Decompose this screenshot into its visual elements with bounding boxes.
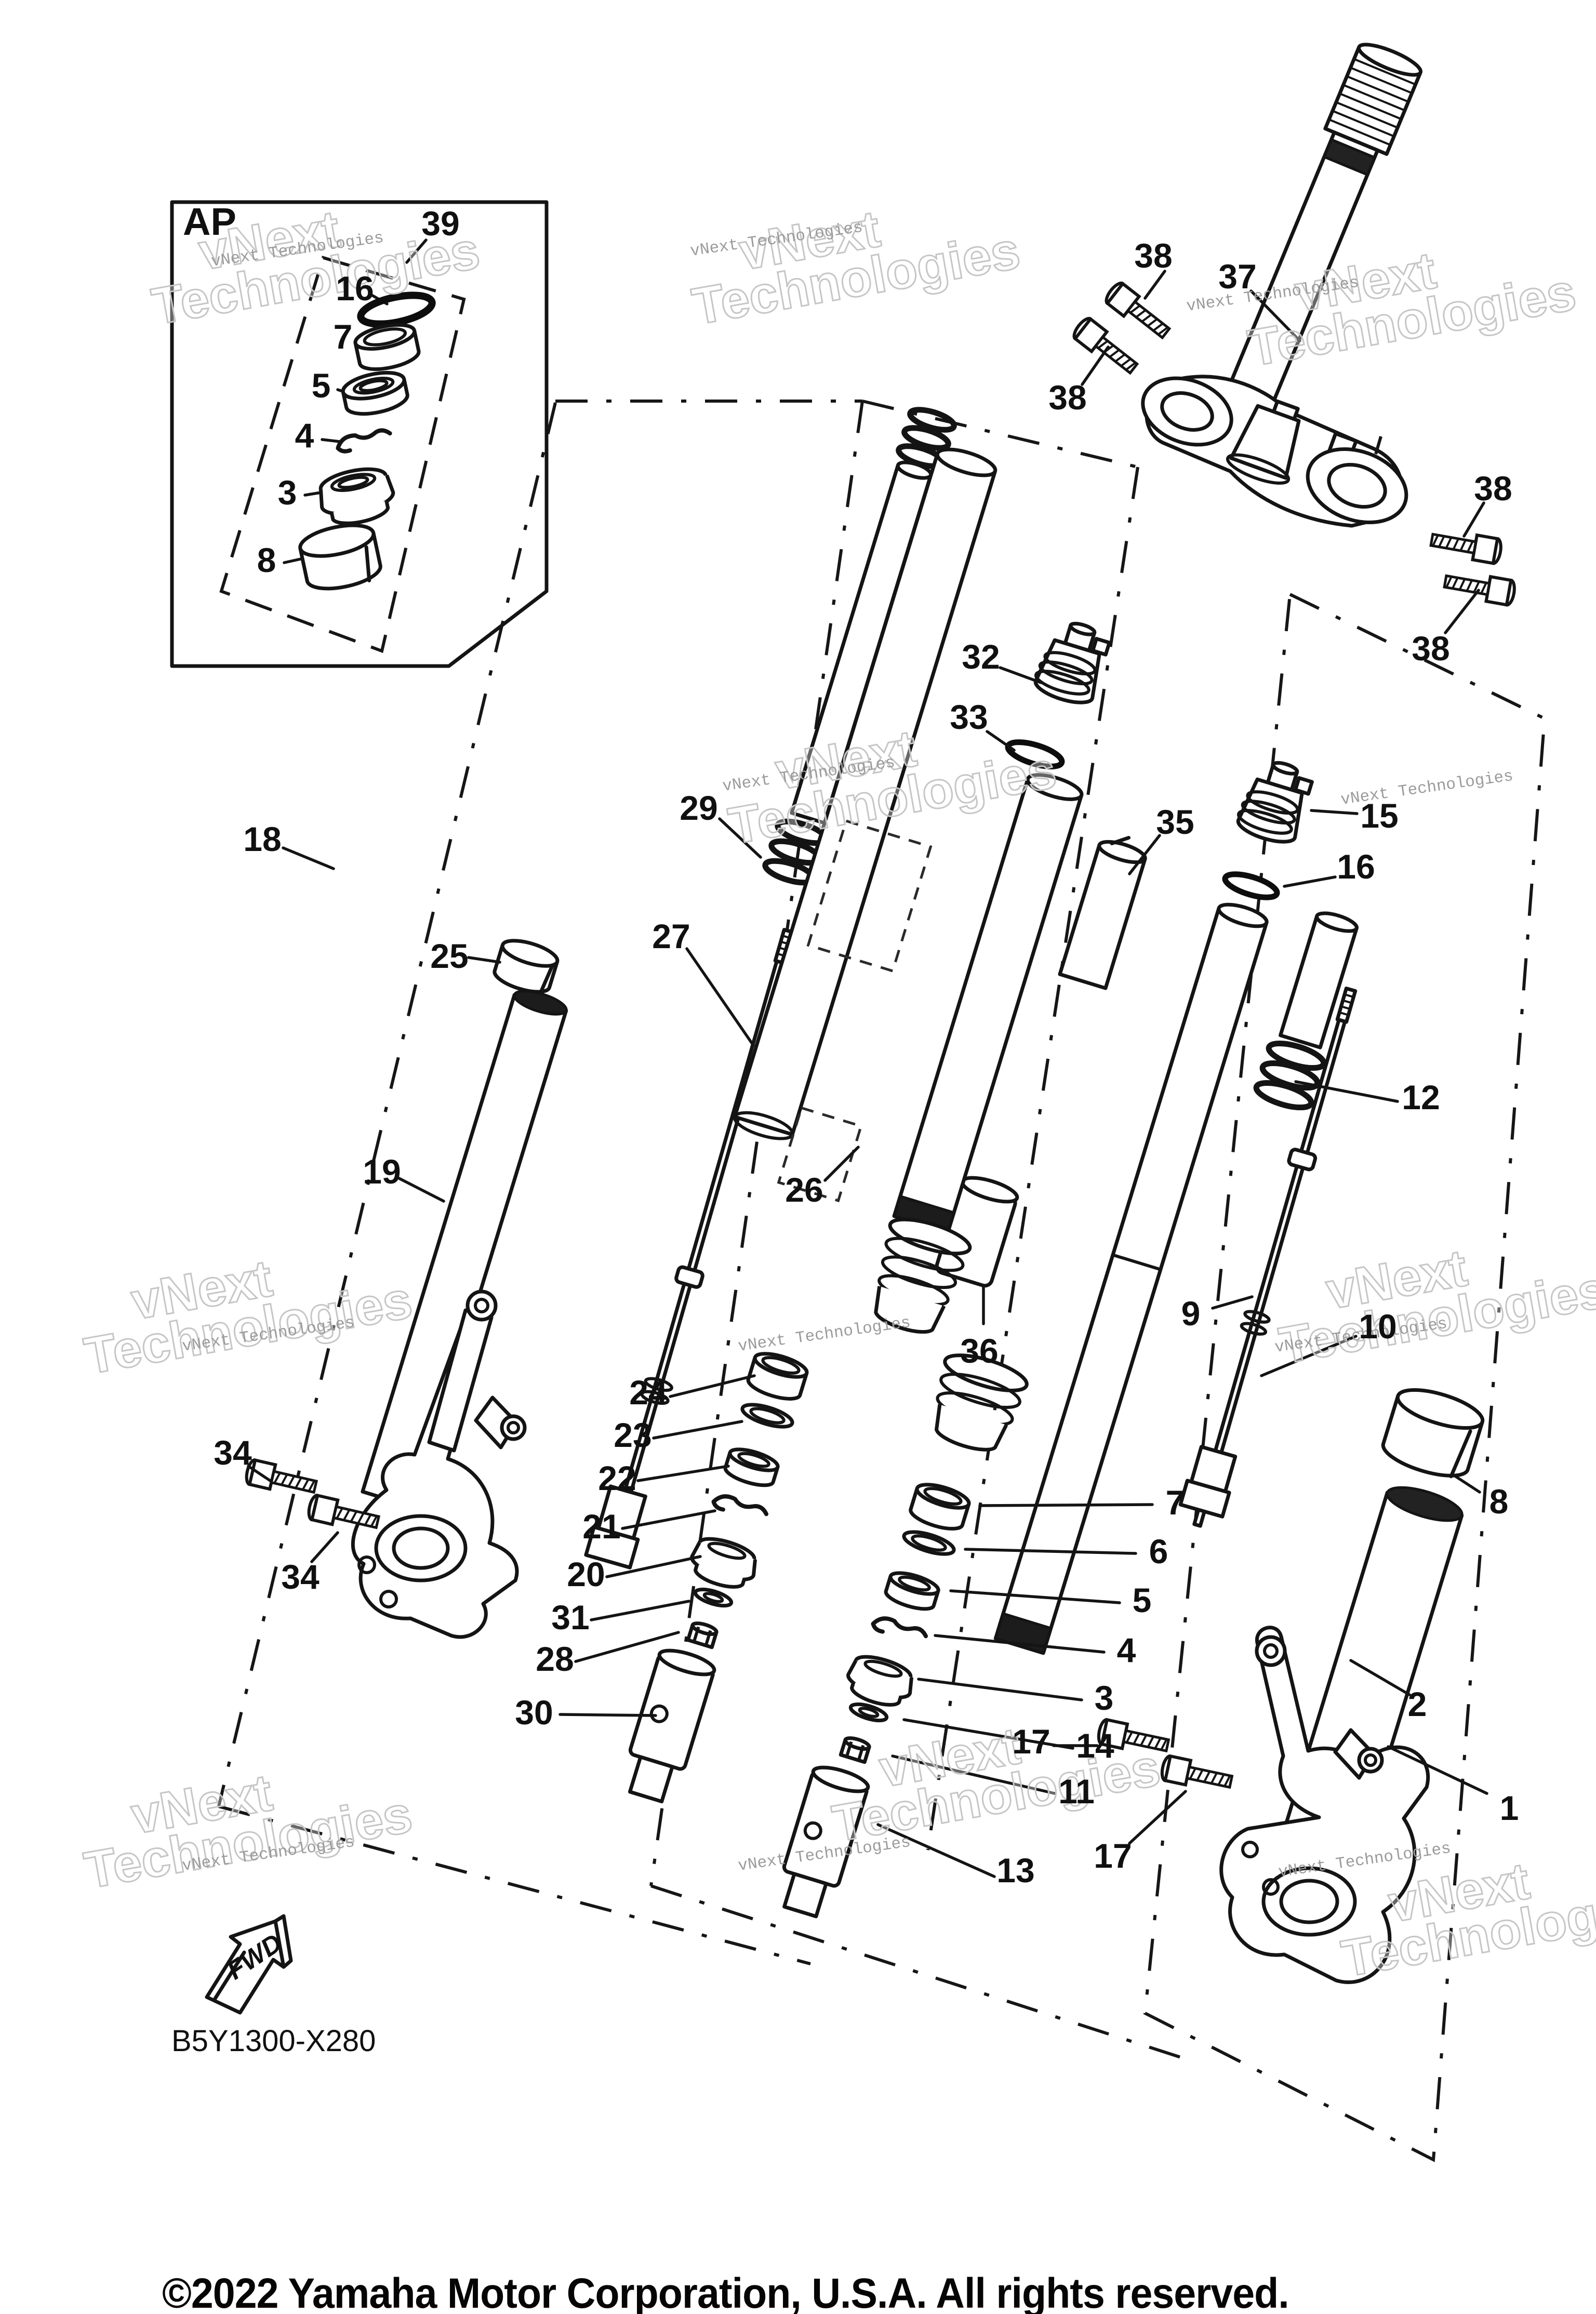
part-oring-16-right [1222, 871, 1280, 900]
callout-8: 8 [1489, 1482, 1509, 1521]
callout-39: 39 [421, 204, 459, 243]
inner-tube-right [993, 902, 1269, 1655]
ap-inset-box [170, 200, 549, 668]
steering-stem-37 [1221, 43, 1422, 421]
callout-33: 33 [950, 698, 988, 736]
callout-21: 21 [582, 1507, 620, 1546]
callout-16: 16 [1337, 847, 1375, 886]
callout-7: 7 [334, 317, 353, 356]
seal-column-left [628, 1352, 809, 1804]
spring-12 [1253, 1040, 1327, 1111]
callout-17: 17 [1094, 1837, 1132, 1875]
callout-8: 8 [257, 541, 276, 579]
callout-17: 17 [1012, 1722, 1050, 1761]
callout-7: 7 [1166, 1483, 1185, 1522]
part-oring-16 [357, 291, 436, 328]
callout-35: 35 [1156, 803, 1194, 841]
left-fork-leg [351, 939, 568, 1639]
part-clip-4 [336, 428, 392, 453]
fork-cap-32 [1033, 621, 1111, 704]
part-seal-5 [341, 370, 409, 416]
callout-4: 4 [1117, 1631, 1136, 1669]
bolts-34 [245, 1459, 380, 1534]
callout-38: 38 [1134, 236, 1172, 275]
damper-tube-group [584, 407, 1147, 1570]
callout-1: 1 [1500, 1789, 1519, 1827]
callout-37: 37 [1218, 257, 1256, 296]
part-bushing-7 [353, 323, 421, 371]
callout-26: 26 [785, 1171, 823, 1209]
callout-10: 10 [1359, 1307, 1396, 1346]
callout-32: 32 [962, 637, 1000, 676]
callout-25: 25 [430, 937, 468, 975]
callout-29: 29 [680, 789, 717, 827]
callout-38: 38 [1474, 469, 1512, 508]
fork-cap-15 [1236, 761, 1314, 844]
callout-3: 3 [1095, 1679, 1114, 1717]
assembly-boundaries [217, 400, 1547, 2162]
callout-30: 30 [515, 1693, 553, 1732]
diagram-code: B5Y1300-X280 [171, 2024, 376, 2058]
ap-inset-label: AP [183, 200, 236, 243]
callout-22: 22 [598, 1459, 636, 1497]
callout-15: 15 [1360, 796, 1398, 835]
callout-20: 20 [567, 1555, 605, 1593]
part-bushing-8 [298, 523, 382, 591]
callout-5: 5 [312, 366, 331, 405]
callout-34: 34 [214, 1433, 252, 1472]
callout-9: 9 [1181, 1294, 1201, 1333]
right-fork-leg [1219, 1388, 1485, 1984]
fwd-arrow [205, 1914, 293, 2015]
callout-27: 27 [652, 917, 690, 955]
callout-5: 5 [1133, 1581, 1152, 1619]
callout-28: 28 [536, 1640, 574, 1678]
dust-boot-center [874, 1217, 972, 1334]
callout-11: 11 [1058, 1772, 1095, 1811]
callout-3: 3 [278, 473, 297, 512]
callout-38: 38 [1412, 629, 1449, 668]
lower-triple-clamp [1141, 375, 1408, 528]
sleeve-35 [1058, 835, 1147, 990]
callout-16: 16 [336, 269, 374, 308]
callout-12: 12 [1402, 1078, 1440, 1116]
copyright-text: ©2022 Yamaha Motor Corporation, U.S.A. A… [162, 2270, 1289, 2314]
callout-31: 31 [551, 1598, 589, 1637]
seal-column-right [782, 1353, 1029, 1919]
damper-rod-9-10 [1178, 987, 1358, 1528]
callout-14: 14 [1076, 1726, 1114, 1765]
callout-23: 23 [614, 1416, 651, 1454]
callout-24: 24 [629, 1373, 668, 1412]
spring-seat-tube [1279, 911, 1359, 1049]
watermark-small: vNext Technologies [737, 1314, 912, 1356]
callout-2: 2 [1408, 1685, 1427, 1723]
callout-19: 19 [363, 1152, 401, 1191]
callout-36: 36 [960, 1332, 998, 1370]
part-oilseal-3 [318, 467, 395, 525]
callout-4: 4 [295, 416, 314, 455]
callout-18: 18 [243, 820, 281, 858]
callout-38: 38 [1048, 378, 1086, 417]
callout-6: 6 [1149, 1532, 1168, 1571]
callout-34: 34 [281, 1558, 320, 1596]
callout-13: 13 [996, 1851, 1034, 1890]
